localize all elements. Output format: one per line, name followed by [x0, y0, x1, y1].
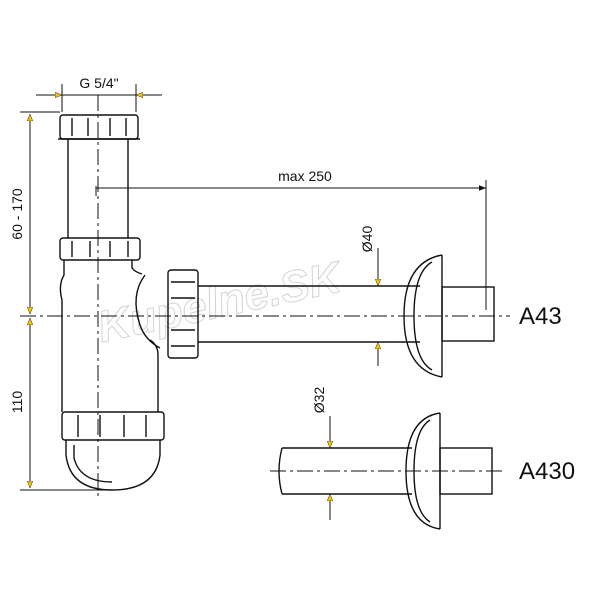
- side-nut: [167, 269, 199, 359]
- bottom-cup: [65, 440, 161, 491]
- middle-nut: [59, 237, 141, 261]
- outlet-tube-a430: [282, 447, 412, 495]
- extension-lines: [20, 84, 487, 491]
- siphon-body: [58, 114, 495, 530]
- dimension-arrows: [30, 95, 486, 520]
- center-lines: [20, 95, 510, 500]
- model-a43-label: A43: [519, 303, 562, 330]
- siphon-bowl: [59, 260, 159, 412]
- height-range-label: 60 - 170: [9, 188, 25, 240]
- model-a430-label: A430: [519, 458, 575, 485]
- outlet-tube-a43: [198, 285, 420, 343]
- thread-label: G 5/4": [79, 75, 118, 91]
- diameter-a43-label: Ø40: [359, 226, 375, 253]
- wall-pipe-a43: [441, 286, 495, 342]
- max-length-label: max 250: [278, 168, 332, 184]
- lower-height-label: 110: [9, 391, 25, 414]
- diameter-a430-label: Ø32: [311, 387, 327, 414]
- lower-nut: [61, 411, 165, 441]
